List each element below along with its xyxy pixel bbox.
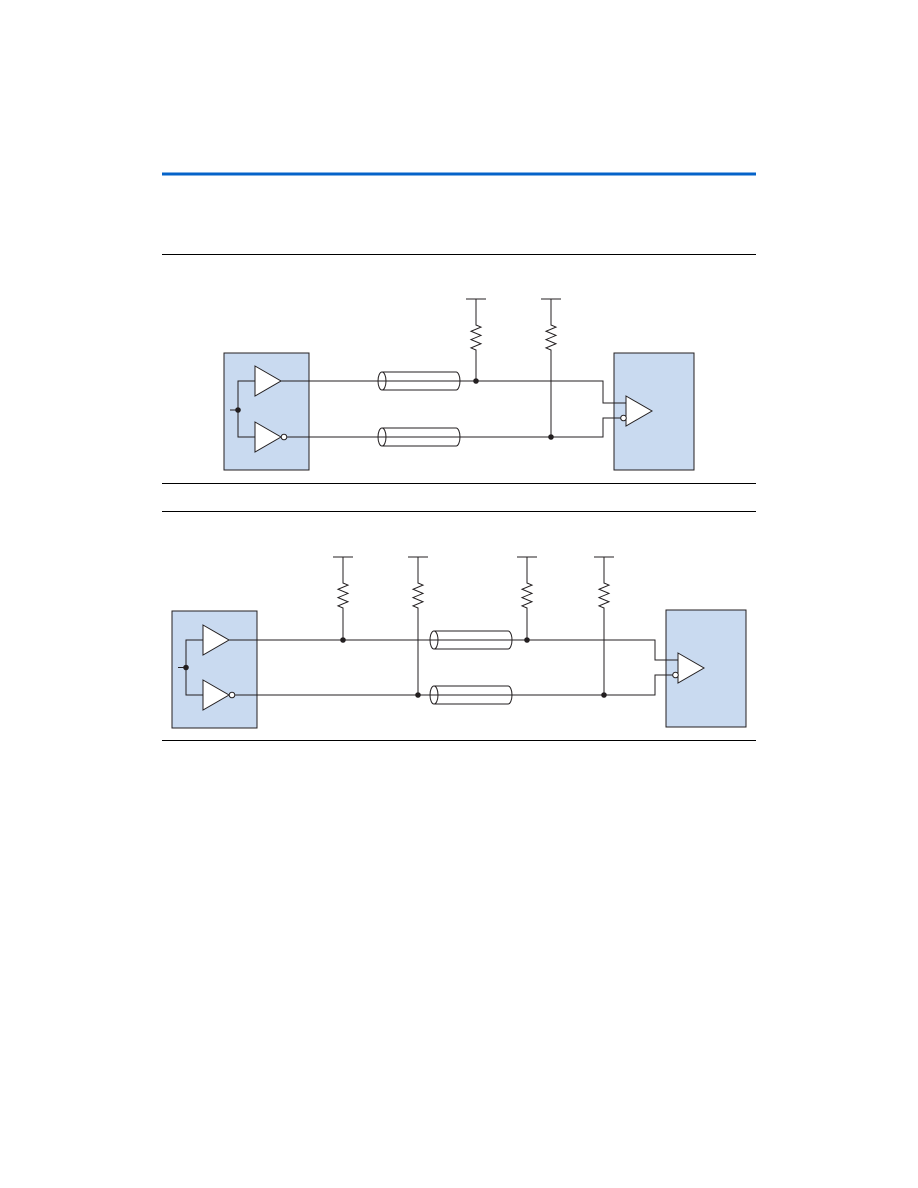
inversion-bubble: [228, 691, 236, 699]
output-buffer: [254, 365, 283, 397]
pull-up-resistor: [597, 557, 611, 695]
pull-up-resistor: [336, 557, 350, 640]
pull-up-resistor: [469, 299, 483, 381]
inversion-bubble: [620, 414, 627, 422]
inverting-buffer: [254, 421, 283, 453]
positive-line: [281, 380, 626, 404]
pull-up-resistor: [544, 299, 558, 437]
differential-receiver: [677, 652, 706, 684]
junction-dot: [183, 664, 189, 671]
junction-dot: [235, 407, 241, 413]
diagram-1: [223, 298, 695, 471]
pull-up-resistor: [520, 557, 534, 640]
output-buffer: [202, 624, 231, 656]
diagram-2: [171, 556, 747, 729]
inversion-bubble: [280, 433, 288, 441]
negative-line: [235, 674, 673, 696]
positive-line: [229, 639, 678, 661]
differential-receiver: [625, 395, 654, 427]
inverting-buffer: [202, 679, 231, 711]
inversion-bubble: [672, 671, 679, 679]
negative-line: [287, 417, 621, 438]
pull-up-resistor: [411, 557, 425, 695]
